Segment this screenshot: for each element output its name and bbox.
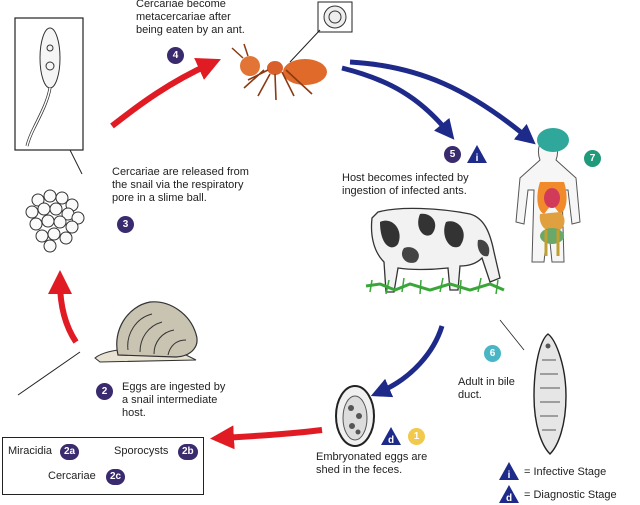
step-number-4: 4	[167, 47, 184, 64]
caption-step-3: Cercariae are released from the snail vi…	[112, 166, 249, 204]
human-body-illustration	[515, 128, 581, 263]
legend-diagnostic-label: = Diagnostic Stage	[524, 489, 617, 501]
infective-stage-marker: i	[466, 144, 488, 164]
slime-ball-illustration	[25, 189, 85, 253]
legend-infective-icon: i	[498, 461, 520, 481]
svg-text:i: i	[508, 470, 511, 481]
arrow-ant-to-human	[349, 59, 536, 145]
arrow-adult-to-egg	[370, 325, 445, 398]
caption-step-5: Host becomes infected by ingestion of in…	[342, 172, 469, 197]
diagnostic-stage-marker: d	[380, 426, 402, 446]
legend-diagnostic-icon: d	[498, 484, 520, 504]
cercaria-illustration	[14, 17, 84, 175]
cow-illustration	[365, 207, 505, 295]
sporocysts-label: Sporocysts	[114, 445, 169, 457]
svg-text:d: d	[506, 493, 512, 504]
arrow-egg-to-snail	[210, 425, 323, 450]
arrow-ant-to-host	[341, 65, 455, 140]
miracidia-label: Miracidia	[8, 445, 53, 457]
snail-illustration	[17, 301, 198, 396]
cercariae-label: Cercariae	[48, 470, 96, 482]
caption-step-6: Adult in bile duct.	[458, 376, 515, 401]
step-number-7: 7	[584, 150, 601, 167]
adult-fluke-illustration	[499, 319, 567, 455]
substage-box	[2, 437, 204, 495]
caption-step-2: Eggs are ingested by a snail intermediat…	[122, 381, 226, 419]
cercariae-step-badge: 2c	[106, 469, 126, 485]
ant-illustration	[231, 43, 327, 101]
miracidia-step-badge: 2a	[60, 444, 80, 460]
step-number-3: 3	[117, 216, 134, 233]
arrow-snail-to-slimeball	[48, 270, 79, 344]
svg-text:i: i	[476, 153, 479, 164]
legend-infective-label: = Infective Stage	[524, 466, 607, 478]
step-number-5: 5	[444, 146, 461, 163]
caption-step-1: Embryonated eggs are shed in the feces.	[316, 451, 428, 476]
egg-illustration	[335, 385, 375, 447]
metacercaria-icon	[289, 1, 353, 63]
caption-step-4: Cercariae become metacercariae after bei…	[136, 0, 245, 36]
arrow-3-to-4	[110, 57, 221, 129]
step-number-1: 1	[408, 428, 425, 445]
svg-text:d: d	[388, 435, 394, 446]
step-number-2: 2	[96, 383, 113, 400]
sporocysts-step-badge: 2b	[178, 444, 198, 460]
step-number-6: 6	[484, 345, 501, 362]
